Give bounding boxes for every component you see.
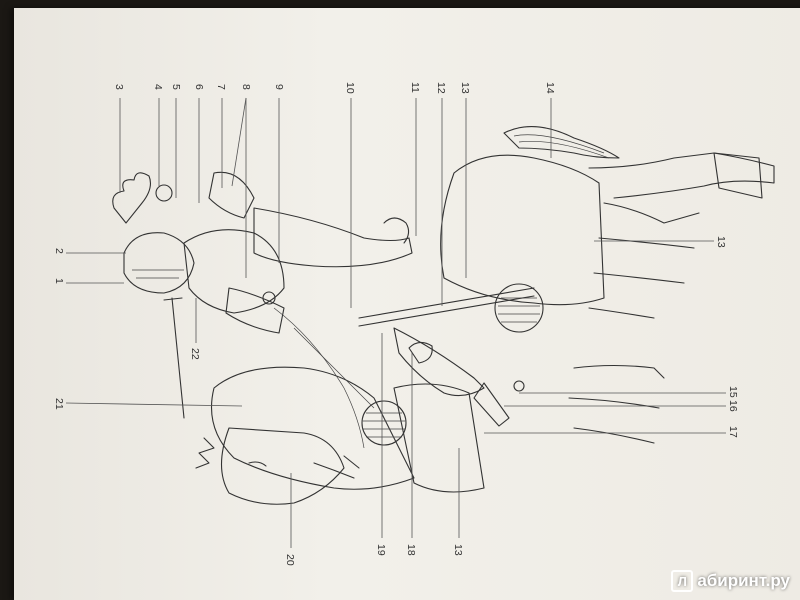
label-8: 8	[240, 84, 252, 90]
label-5: 5	[170, 84, 182, 90]
label-19: 19	[375, 544, 387, 556]
label-17: 17	[727, 426, 739, 438]
label-2: 2	[53, 248, 65, 254]
label-20: 20	[284, 554, 296, 566]
label-13-top: 13	[459, 82, 471, 94]
leader-lines	[65, 97, 726, 548]
label-1: 1	[53, 278, 65, 284]
label-12: 12	[435, 82, 447, 94]
label-10: 10	[344, 82, 356, 94]
label-7: 7	[215, 84, 227, 90]
labirint-watermark: Л абиринт.ру	[671, 570, 790, 592]
label-13-right: 13	[715, 236, 727, 248]
label-22: 22	[189, 348, 201, 360]
watermark-text: абиринт.ру	[697, 571, 790, 590]
horse-body	[210, 126, 775, 493]
knight-figure	[112, 171, 535, 449]
label-6: 6	[193, 84, 205, 90]
label-21: 21	[53, 398, 65, 410]
label-4: 4	[152, 84, 164, 90]
book-page: 1 2 3 4 5 6 7 8 9 10 11 12 13 14 13 15 1…	[14, 8, 800, 600]
label-11: 11	[409, 82, 421, 93]
watermark-badge: Л	[671, 570, 694, 592]
label-18: 18	[405, 544, 417, 556]
label-3: 3	[113, 84, 125, 90]
knight-diagram: 1 2 3 4 5 6 7 8 9 10 11 12 13 14 13 15 1…	[53, 82, 775, 566]
horse-head	[195, 427, 360, 505]
callout-labels: 1 2 3 4 5 6 7 8 9 10 11 12 13 14 13 15 1…	[53, 82, 739, 566]
label-16: 16	[727, 400, 739, 412]
label-14: 14	[544, 82, 556, 94]
label-13-bottom: 13	[452, 544, 464, 556]
label-9: 9	[273, 84, 285, 90]
label-15: 15	[727, 386, 739, 398]
